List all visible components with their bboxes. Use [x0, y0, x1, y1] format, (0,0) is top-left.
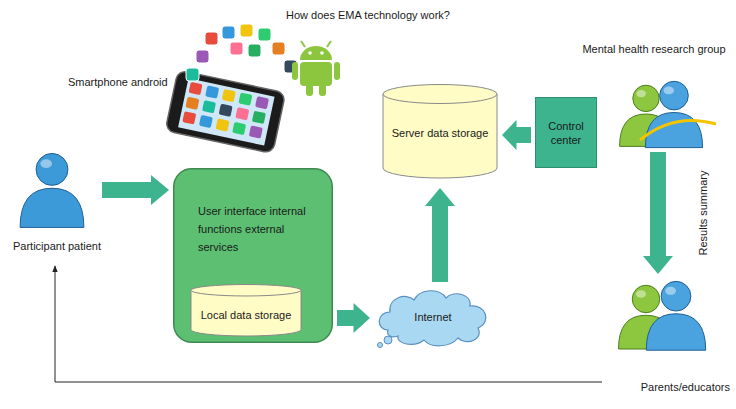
- storage-cylinder: Server data storage: [382, 84, 498, 178]
- smartphone-illustration: [165, 24, 297, 154]
- internet-cloud: Internet: [374, 286, 492, 348]
- parents-node: Parents/educators: [606, 278, 730, 396]
- flow-arrow: [643, 152, 673, 274]
- node-label: Participant patient: [4, 239, 110, 253]
- android-robot: [292, 41, 340, 96]
- flow-arrow: [337, 303, 370, 333]
- storage-label: Local data storage: [194, 308, 298, 322]
- edge-label: Results summary: [697, 169, 709, 258]
- cloud-label: Internet: [374, 310, 492, 324]
- box-text: Control center: [541, 119, 591, 147]
- node-label: Mental health research group: [574, 42, 734, 56]
- diagram-title: How does EMA technology work?: [0, 9, 736, 21]
- flow-arrow: [425, 188, 455, 282]
- app-box: User interface internal functions extern…: [173, 168, 333, 343]
- illustration-label: Smartphone android: [68, 76, 168, 88]
- box-shape: [535, 97, 597, 168]
- group-icon: [606, 278, 730, 396]
- flow-arrow: [102, 175, 169, 205]
- node-label: Parents/educators: [606, 380, 730, 394]
- group-icon: [574, 40, 734, 148]
- flow-arrow: [502, 120, 531, 150]
- box-text: User interface internal functions extern…: [198, 202, 310, 256]
- storage-label: Server data storage: [386, 126, 494, 140]
- research-group-node: Mental health research group: [574, 40, 734, 148]
- process-box: Control center: [535, 97, 597, 168]
- storage-cylinder: Local data storage: [190, 284, 302, 336]
- participant-node: Participant patient: [4, 148, 110, 260]
